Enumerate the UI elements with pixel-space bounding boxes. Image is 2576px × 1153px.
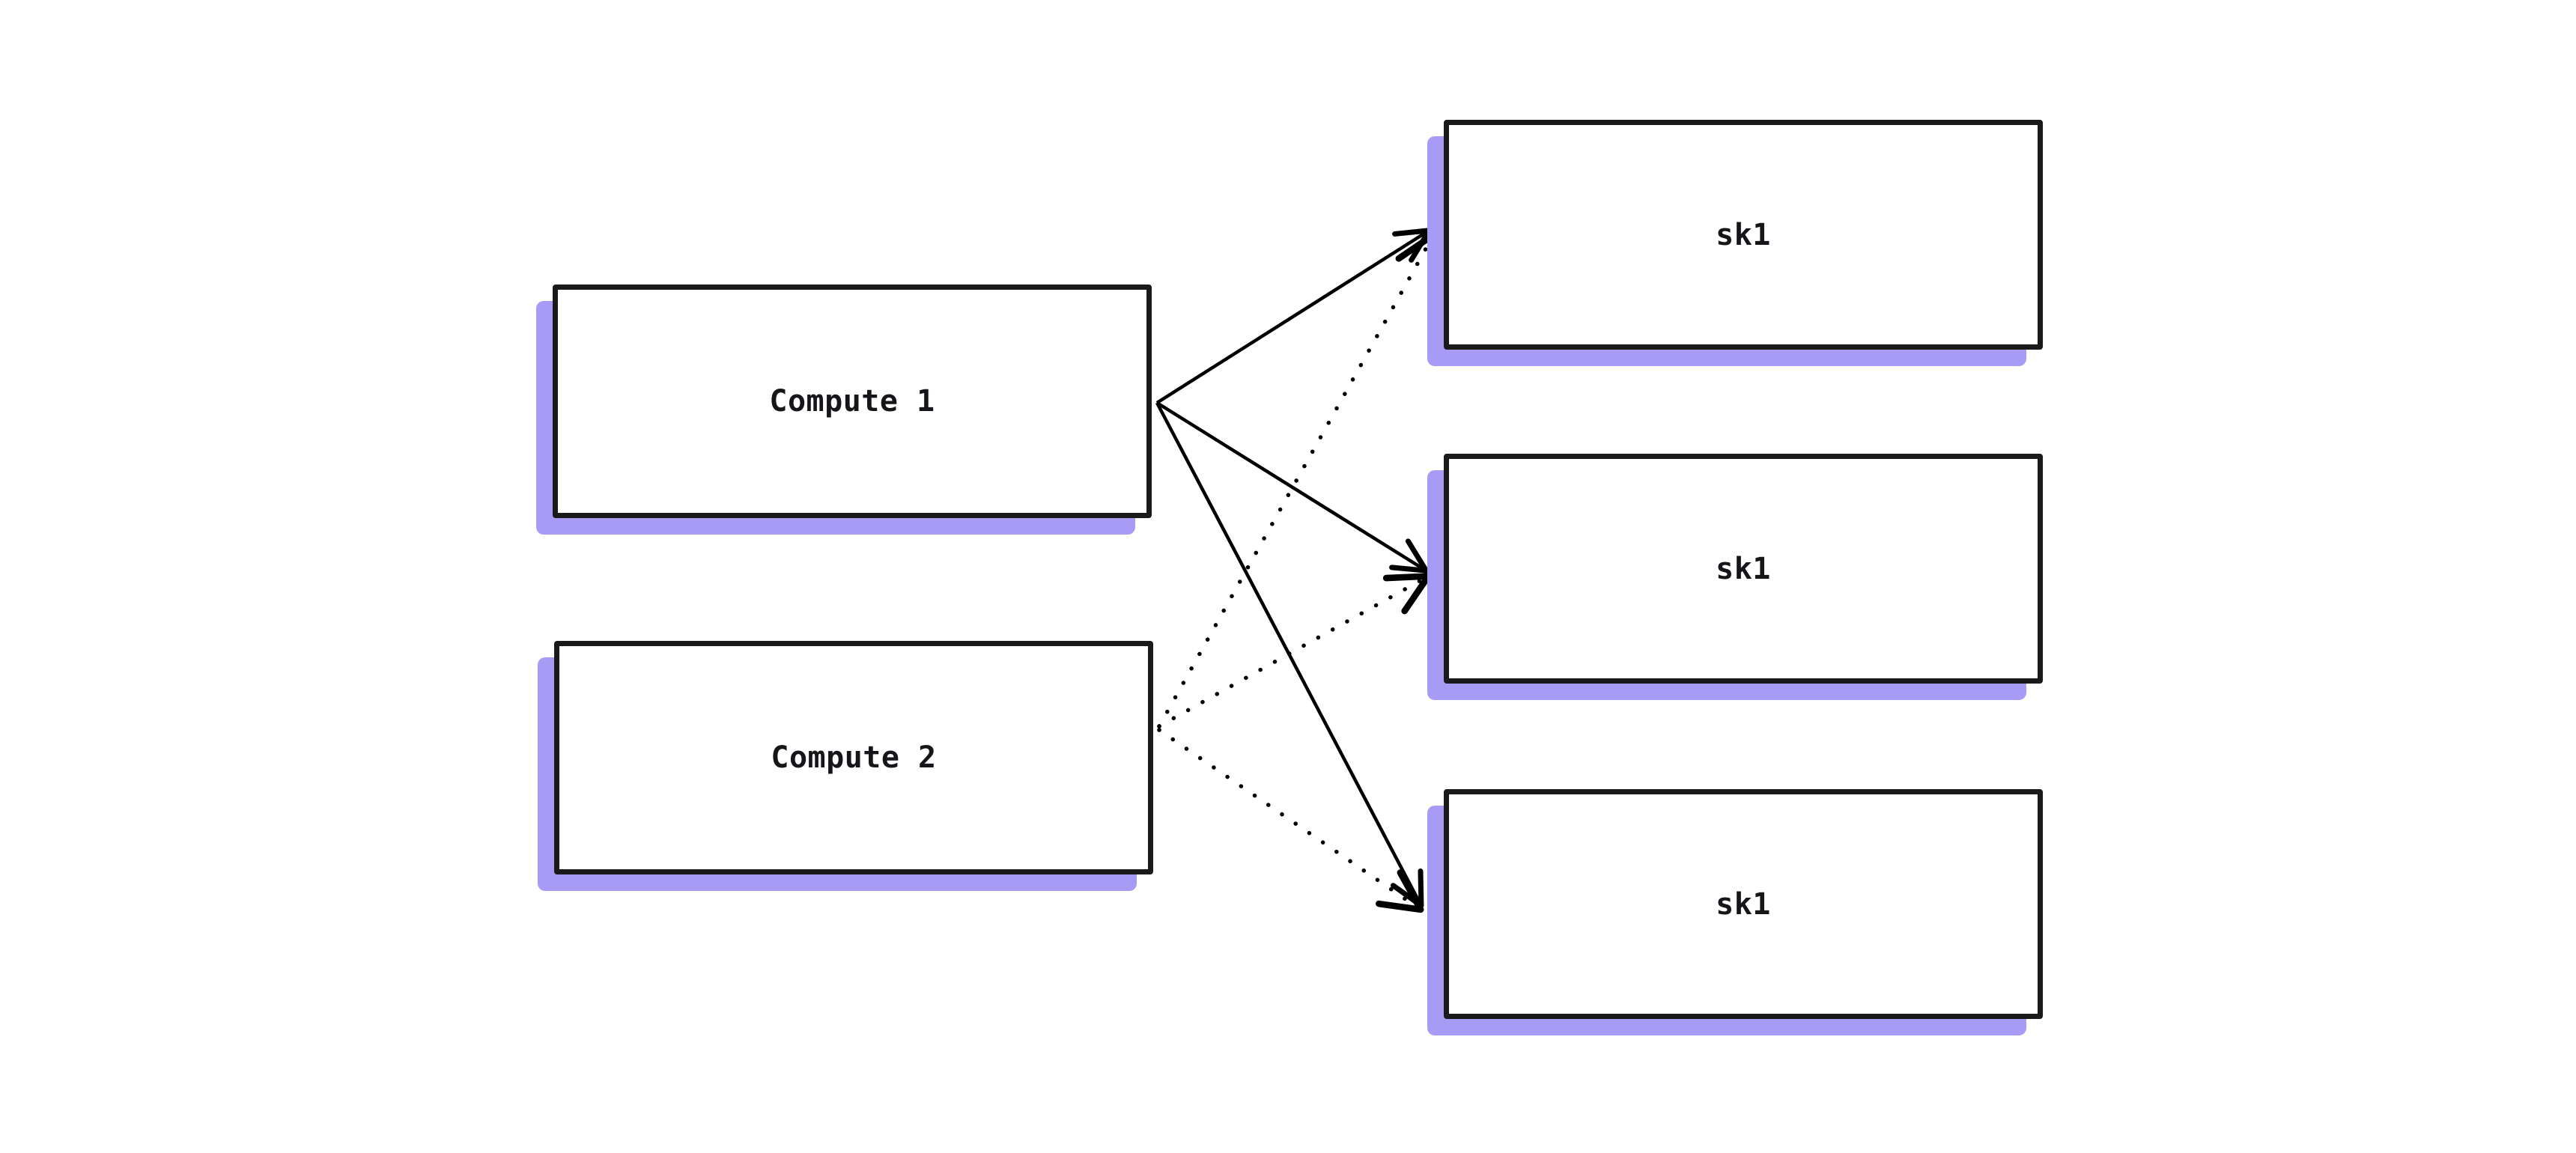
- node-body: Compute 2: [554, 641, 1153, 874]
- node-label-sk1-c: sk1: [1716, 886, 1771, 922]
- node-label-sk1-a: sk1: [1716, 217, 1771, 252]
- dotted-edges: [1157, 231, 1437, 913]
- node-compute-2[interactable]: Compute 2: [538, 641, 1153, 891]
- node-label-sk1-b: sk1: [1716, 551, 1771, 586]
- node-body: Compute 1: [553, 285, 1152, 518]
- node-sk1-a[interactable]: sk1: [1427, 120, 2043, 366]
- node-label-compute-1: Compute 1: [769, 384, 935, 419]
- edge-compute2-sk1a: [1157, 231, 1437, 728]
- node-body: sk1: [1444, 454, 2043, 684]
- node-sk1-b[interactable]: sk1: [1427, 454, 2043, 700]
- edge-compute2-sk1b: [1157, 573, 1432, 728]
- edge-compute1-sk1b: [1155, 401, 1430, 574]
- edge-compute2-sk1c: [1157, 728, 1424, 913]
- solid-edges: [1155, 228, 1432, 909]
- edge-compute1-sk1c: [1155, 401, 1424, 909]
- node-body: sk1: [1444, 789, 2043, 1019]
- node-label-compute-2: Compute 2: [771, 740, 937, 775]
- node-compute-1[interactable]: Compute 1: [536, 285, 1152, 535]
- edge-compute1-sk1a: [1155, 228, 1432, 404]
- node-body: sk1: [1444, 120, 2043, 350]
- node-sk1-c[interactable]: sk1: [1427, 789, 2043, 1035]
